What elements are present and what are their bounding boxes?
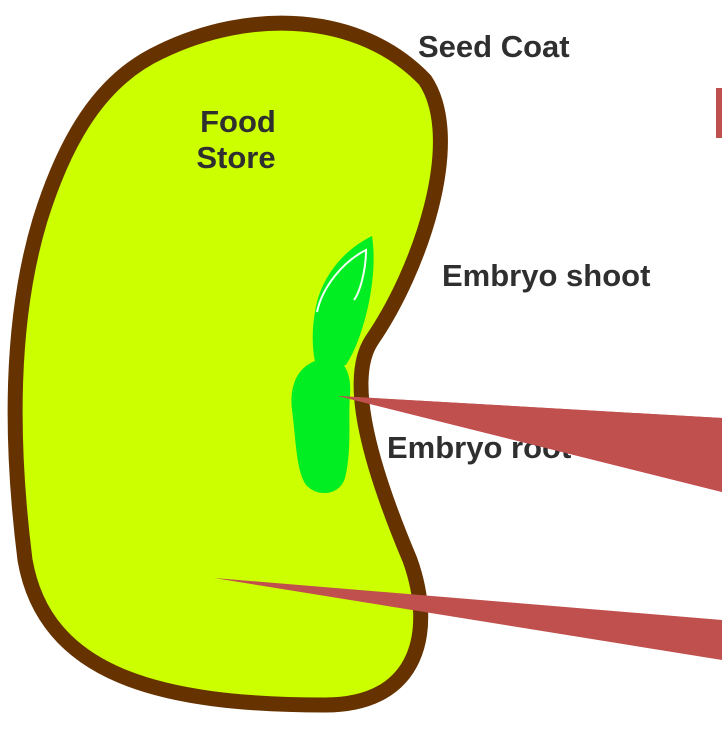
seed-coat-label: Seed Coat bbox=[418, 29, 570, 64]
food-store-label-line2: Store bbox=[196, 140, 275, 175]
embryo-shoot-label: Embryo shoot bbox=[442, 258, 650, 293]
red-bracket-mark bbox=[716, 88, 722, 138]
food-store-label-line1: Food bbox=[200, 104, 276, 139]
